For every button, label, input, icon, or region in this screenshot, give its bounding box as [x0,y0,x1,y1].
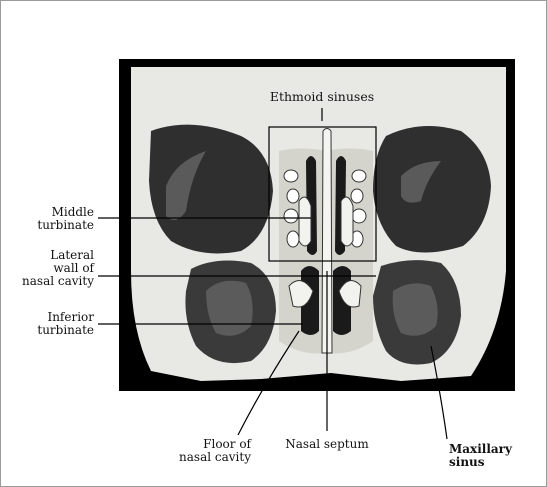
label-floor-line2: nasal cavity [151,451,251,464]
label-ethmoid-text: Ethmoid sinuses [270,89,374,104]
label-lateral-line3: nasal cavity [11,275,94,288]
right-orbit [373,126,491,252]
label-lateral-wall: Lateral wall of nasal cavity [11,249,94,288]
label-floor-nasal-cavity: Floor of nasal cavity [151,438,251,464]
label-middle-turbinate: Middle turbinate [21,206,94,232]
label-inferior-line2: turbinate [21,324,94,337]
label-maxillary-line2: sinus [449,456,529,469]
right-maxillary-sinus-inner [393,283,438,335]
label-middle-line2: turbinate [21,219,94,232]
label-maxillary-sinus: Maxillary sinus [449,443,529,469]
label-septum-text: Nasal septum [285,437,369,451]
label-ethmoid-sinuses: Ethmoid sinuses [267,90,377,103]
label-nasal-septum: Nasal septum [272,438,382,451]
label-inferior-turbinate: Inferior turbinate [21,311,94,337]
